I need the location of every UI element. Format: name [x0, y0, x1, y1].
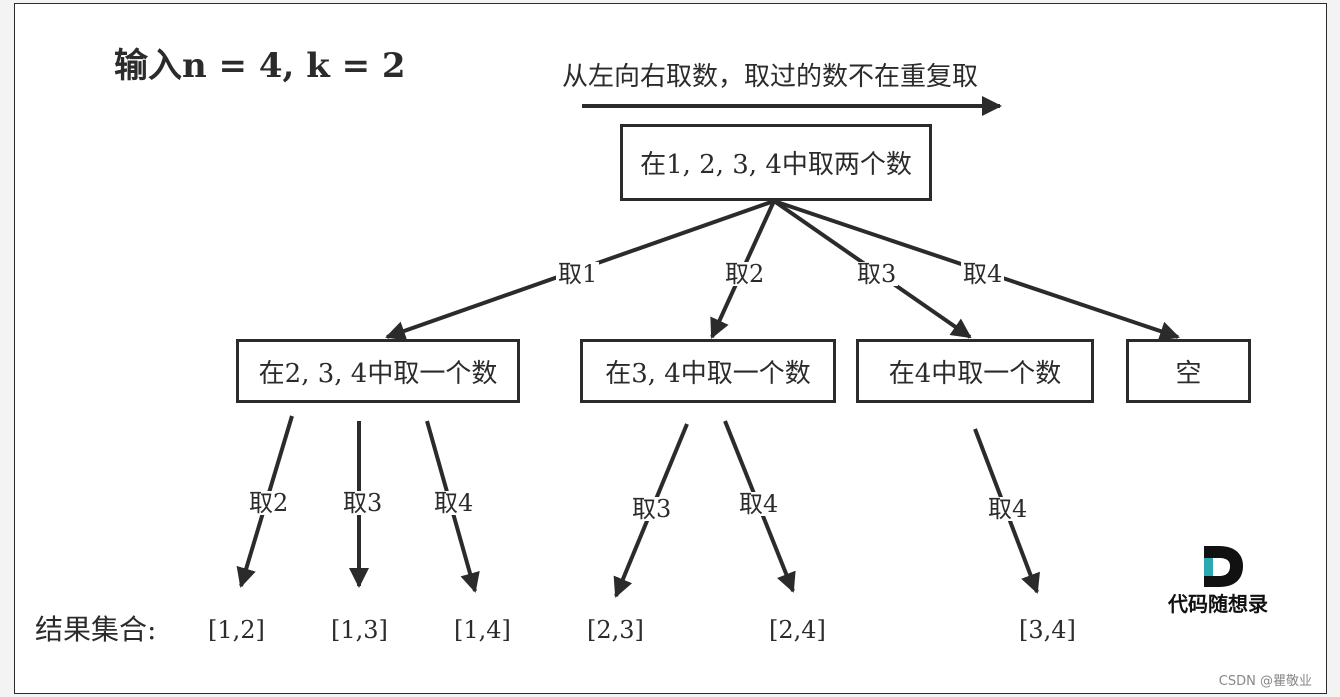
result-1-4: [1,4]	[454, 616, 511, 644]
result-3-4: [3,4]	[1019, 616, 1076, 644]
node-root-label: 在1, 2, 3, 4中取两个数	[640, 150, 912, 180]
node-234-label: 在2, 3, 4中取一个数	[258, 358, 498, 389]
result-set-label: 结果集合:	[35, 613, 157, 646]
logo-d-icon	[1204, 546, 1243, 587]
node-choose-from-234: 在2, 3, 4中取一个数	[236, 339, 520, 403]
watermark: CSDN @瞿敬业	[1218, 674, 1312, 689]
edge-label-c-4: 取4	[986, 495, 1030, 523]
node-empty: 空	[1126, 339, 1251, 403]
brand-logo: 代码随想录	[1153, 544, 1283, 619]
node-root: 在1, 2, 3, 4中取两个数	[620, 124, 932, 201]
node-empty-label: 空	[1175, 358, 1202, 389]
edge-label-a-4: 取4	[432, 489, 476, 517]
edge-label-b-4: 取4	[737, 490, 781, 518]
logo-text: 代码随想录	[1168, 592, 1268, 616]
node-34-label: 在3, 4中取一个数	[605, 358, 811, 389]
page-title: 输入n = 4, k = 2	[114, 46, 406, 86]
edge-label-a-2: 取2	[247, 489, 291, 517]
direction-hint: 从左向右取数，取过的数不在重复取	[562, 62, 979, 92]
node-choose-from-4: 在4中取一个数	[856, 339, 1094, 403]
edge-label-b-3: 取3	[630, 495, 674, 523]
result-2-4: [2,4]	[769, 616, 826, 644]
edge-label-root-2: 取2	[723, 260, 767, 288]
node-choose-from-34: 在3, 4中取一个数	[580, 339, 836, 403]
edge-label-root-3: 取3	[855, 260, 899, 288]
node-4-label: 在4中取一个数	[888, 358, 1062, 389]
result-2-3: [2,3]	[587, 616, 644, 644]
result-1-3: [1,3]	[331, 616, 388, 644]
edge-label-root-1: 取1	[556, 260, 600, 288]
result-1-2: [1,2]	[208, 616, 265, 644]
diagram-canvas: 输入n = 4, k = 2 从左向右取数，取过的数不在重复取 在1, 2, 3…	[14, 3, 1327, 694]
edge-label-a-3: 取3	[341, 489, 385, 517]
edge-label-root-4: 取4	[961, 260, 1005, 288]
